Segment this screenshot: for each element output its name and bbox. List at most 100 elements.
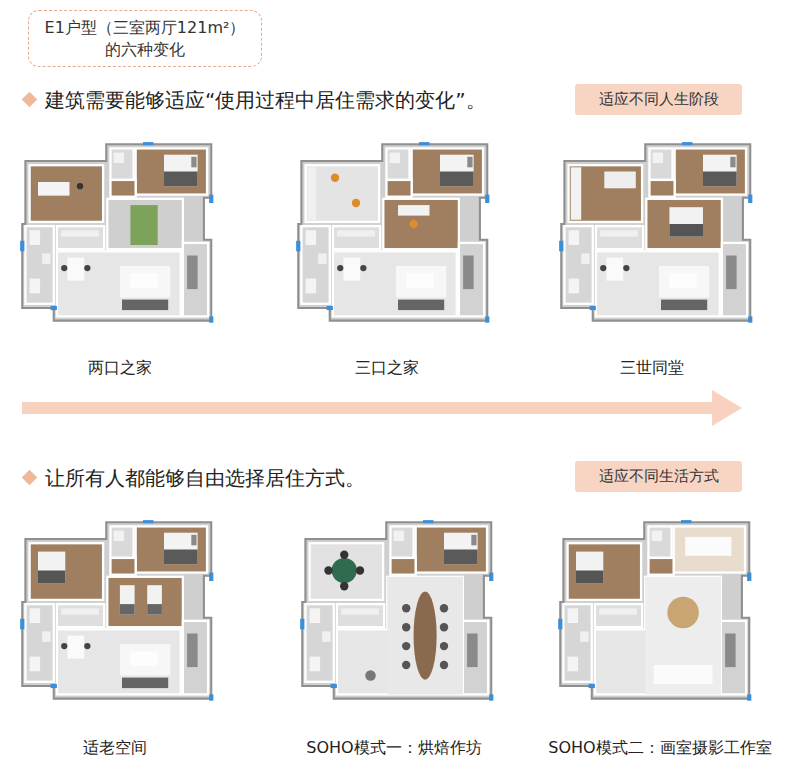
room-floor [649,148,672,180]
furniture [669,207,703,236]
furniture [67,258,84,281]
section-statement: 让所有人都能够自由选择居住方式。 [45,464,365,492]
furniture [703,155,737,187]
plan-caption: 适老空间 [83,737,147,759]
furniture [308,167,316,220]
furniture [599,608,637,614]
furniture [130,205,157,245]
room-floor [568,543,642,600]
room-floor [648,558,673,575]
room-floor [110,148,133,180]
furniture [147,585,162,614]
room-floor [463,621,488,694]
furniture [440,623,448,631]
furniture [67,636,84,659]
room-floor [107,199,183,249]
plan-footprint [561,144,750,320]
furniture [571,167,582,220]
furniture [130,273,157,288]
furniture [331,174,339,182]
room-floor [110,526,133,558]
room-floor [136,148,207,194]
room-floor [305,604,333,682]
room-floor [390,526,413,558]
furniture [669,273,696,288]
furniture [600,265,606,271]
window-mark [143,520,154,523]
furniture [122,678,168,689]
plan-footprint [22,522,211,698]
timeline-arrow-shaft [22,402,716,414]
furniture [340,551,348,559]
room-floor [57,604,104,627]
furniture [398,300,444,311]
furniture [568,657,579,672]
furniture [147,604,162,615]
room-floor [386,180,411,197]
furniture [337,230,375,236]
furniture [580,631,588,642]
furniture [164,533,198,565]
room-floor [675,148,746,194]
window-mark [489,694,493,700]
window-mark [747,573,751,581]
furniture [38,552,65,584]
furniture [30,608,41,623]
furniture [61,265,67,271]
window-mark [209,573,213,581]
room-floor [310,543,384,600]
furniture [726,256,737,290]
room-floor [183,243,208,317]
room-floor [183,621,208,694]
furniture [120,644,170,676]
furniture [306,279,317,294]
furniture [61,608,99,614]
room-floor [646,199,722,249]
furniture [341,608,379,614]
furniture [653,153,664,164]
plan-caption: 两口之家 [88,357,152,379]
plan-footprint [560,522,749,698]
furniture [398,205,430,216]
furniture [725,634,736,668]
furniture [337,265,343,271]
room-floor [107,577,183,627]
room-floor [412,148,483,194]
plan-caption: SOHO模式二：画室摄影工作室 [548,737,771,759]
furniture [310,608,321,623]
furniture [645,577,721,695]
window-mark [748,195,752,203]
window-mark [485,195,489,203]
room-floor [57,226,104,249]
window-mark [209,195,213,203]
furniture [164,155,198,187]
furniture [703,172,737,187]
room-floor [333,251,457,316]
floor-plan [20,520,213,701]
room-floor [333,226,380,249]
furniture [600,230,638,236]
room-floor [595,604,642,627]
furniture [191,157,196,168]
section-statement: 建筑需要能够适应“使用过程中居住需求的变化”。 [45,86,486,114]
furniture [120,266,170,298]
furniture [61,230,99,236]
furniture [440,661,448,669]
furniture [444,550,478,565]
furniture [402,642,410,650]
room-floor [596,226,643,249]
room-floor [30,165,104,222]
window-mark [300,619,304,630]
room-floor [110,180,135,197]
furniture [310,657,321,672]
window-mark [209,694,213,700]
furniture [332,558,357,583]
room-floor [110,558,135,575]
plan-caption: 三世同堂 [620,357,684,379]
furniture [360,265,366,271]
furniture [42,631,50,642]
furniture [569,279,580,294]
title-box: E1户型（三室两厅121m²） 的六种变化 [28,10,262,67]
furniture [394,531,405,542]
